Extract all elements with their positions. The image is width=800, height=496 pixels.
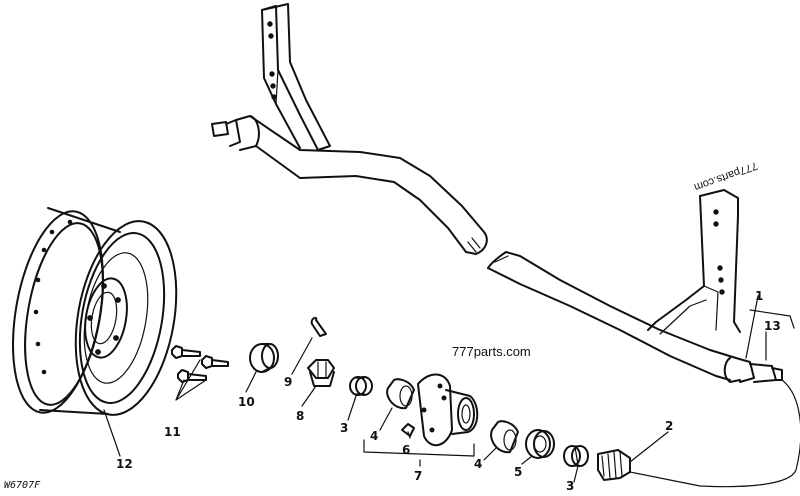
callout-5: 5 [514,465,522,479]
watermark: 777parts.com [452,344,531,359]
callout-3-right: 3 [566,479,574,493]
callout-12: 12 [116,457,133,471]
callout-2: 2 [665,419,673,433]
callout-9: 9 [284,375,292,389]
callout-8: 8 [296,409,304,423]
callout-1: 1 [755,289,763,303]
callout-7: 7 [414,469,422,483]
callout-3-left: 3 [340,421,348,435]
axle-frame [211,3,783,383]
watermark-rotated: 777parts.com [692,159,759,193]
callout-4-right: 4 [474,457,482,471]
wheel-rim [12,207,178,416]
callout-10: 10 [238,395,255,409]
drawing-code: W6707F [4,480,41,491]
leader-lines [103,295,800,488]
callout-13: 13 [764,319,781,333]
callout-4-left: 4 [370,429,378,443]
wheel-bolts [171,345,229,383]
callout-11: 11 [164,425,181,439]
callouts: 1 2 3 3 4 4 5 6 7 8 9 10 11 12 13 [116,289,781,493]
callout-6: 6 [402,443,410,457]
hub-parts [249,316,631,481]
